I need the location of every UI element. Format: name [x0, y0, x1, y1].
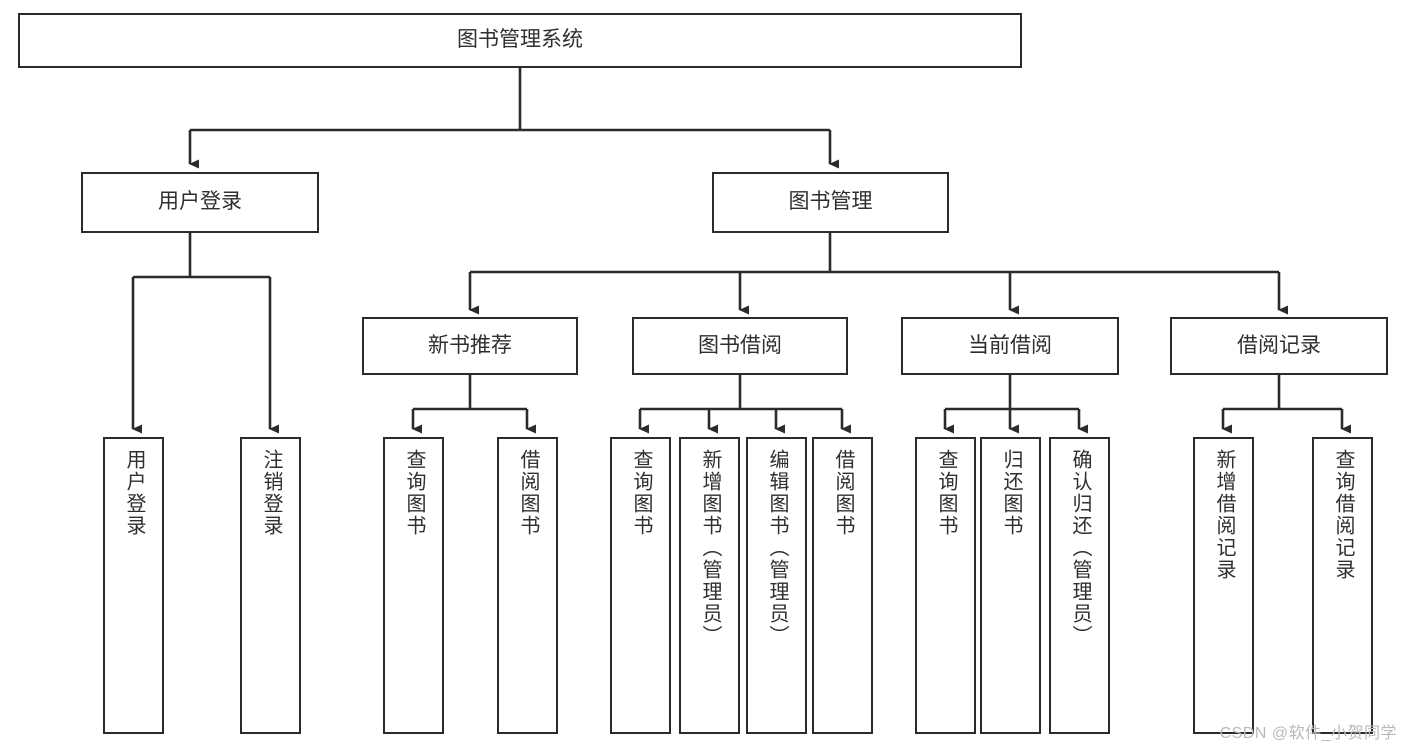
leaf-node-user-login[interactable]: 用户登录 — [103, 437, 164, 734]
node-label: 图书管理系统 — [457, 28, 583, 52]
node-root-book-management-system[interactable]: 图书管理系统 — [18, 13, 1022, 68]
node-label: 用户登录 — [123, 449, 145, 537]
leaf-node-logout-login[interactable]: 注销登录 — [240, 437, 301, 734]
node-label: 编辑图书（管理员） — [766, 449, 788, 647]
node-label: 查询图书 — [630, 449, 652, 537]
node-label: 图书借阅 — [698, 333, 782, 357]
node-label: 确认归还（管理员） — [1069, 449, 1091, 647]
node-label: 当前借阅 — [968, 333, 1052, 357]
node-label: 图书管理 — [788, 190, 873, 214]
node-label: 注销登录 — [260, 449, 282, 537]
watermark-text: CSDN @软件_小贺同学 — [1219, 725, 1397, 742]
node-label: 新增图书（管理员） — [699, 449, 721, 647]
node-borrow-record[interactable]: 借阅记录 — [1170, 317, 1388, 375]
node-label: 归还图书 — [1000, 449, 1022, 537]
leaf-node-query-book-recommend[interactable]: 查询图书 — [383, 437, 444, 734]
leaf-node-add-borrow-record[interactable]: 新增借阅记录 — [1193, 437, 1254, 734]
node-user-login[interactable]: 用户登录 — [81, 172, 319, 233]
node-label: 借阅图书 — [832, 449, 854, 537]
leaf-node-edit-book-admin[interactable]: 编辑图书（管理员） — [746, 437, 807, 734]
leaf-node-return-book[interactable]: 归还图书 — [980, 437, 1041, 734]
node-label: 查询借阅记录 — [1332, 449, 1354, 581]
leaf-node-query-borrow-record[interactable]: 查询借阅记录 — [1312, 437, 1373, 734]
node-label: 用户登录 — [158, 190, 242, 214]
node-book-management[interactable]: 图书管理 — [712, 172, 949, 233]
node-label: 借阅记录 — [1237, 333, 1321, 357]
node-current-borrow[interactable]: 当前借阅 — [901, 317, 1119, 375]
leaf-node-add-book-admin[interactable]: 新增图书（管理员） — [679, 437, 740, 734]
node-label: 借阅图书 — [517, 449, 539, 537]
node-book-borrow[interactable]: 图书借阅 — [632, 317, 848, 375]
leaf-node-borrow-book-borrow[interactable]: 借阅图书 — [812, 437, 873, 734]
leaf-node-confirm-return-admin[interactable]: 确认归还（管理员） — [1049, 437, 1110, 734]
node-label: 新增借阅记录 — [1213, 449, 1235, 581]
leaf-node-query-book-borrow[interactable]: 查询图书 — [610, 437, 671, 734]
node-label: 新书推荐 — [428, 333, 512, 357]
node-label: 查询图书 — [403, 449, 425, 537]
leaf-node-query-book-current[interactable]: 查询图书 — [915, 437, 976, 734]
leaf-node-borrow-book-recommend[interactable]: 借阅图书 — [497, 437, 558, 734]
node-new-book-recommend[interactable]: 新书推荐 — [362, 317, 578, 375]
node-label: 查询图书 — [935, 449, 957, 537]
